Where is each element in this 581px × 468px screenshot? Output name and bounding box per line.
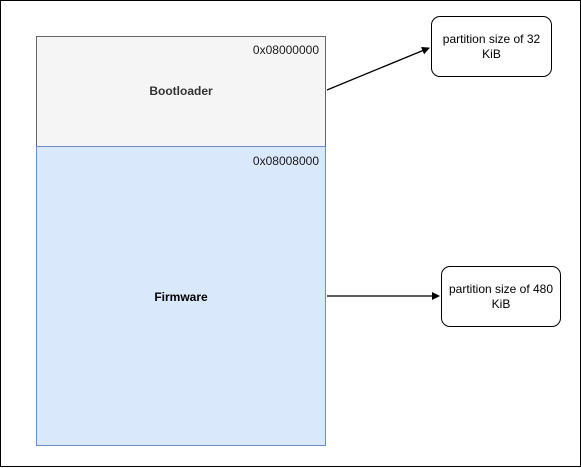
bootloader-address: 0x08000000	[252, 43, 319, 57]
bootloader-arrow	[326, 46, 430, 91]
firmware-label: Firmware	[154, 290, 208, 304]
firmware-address: 0x08008000	[252, 154, 319, 168]
firmware-size-callout: partition size of 480 KiB	[441, 266, 561, 327]
bootloader-size-text: partition size of 32 KiB	[442, 31, 541, 61]
bootloader-size-callout: partition size of 32 KiB	[431, 16, 552, 77]
bootloader-partition: 0x08000000 Bootloader	[36, 36, 326, 147]
bootloader-label: Bootloader	[149, 84, 213, 98]
firmware-partition: 0x08008000 Firmware	[36, 146, 326, 446]
firmware-size-text: partition size of 480 KiB	[448, 281, 554, 311]
